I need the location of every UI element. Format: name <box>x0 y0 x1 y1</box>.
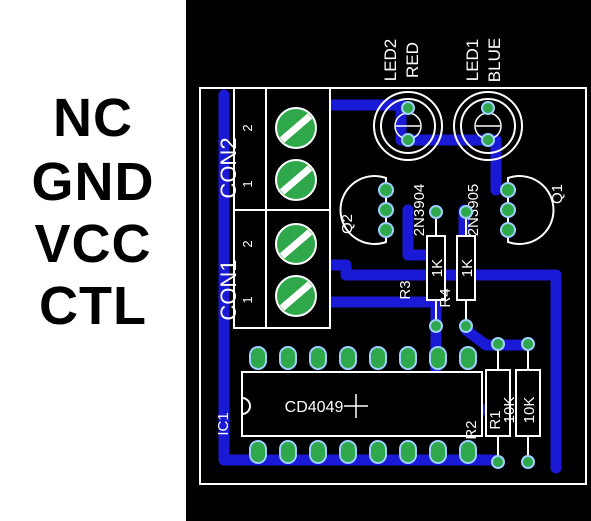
trace-vcc-right <box>460 269 562 474</box>
ic1-pad-top-6 <box>399 346 417 370</box>
r2-footprint <box>515 337 541 469</box>
r3-ref-label: R3 <box>397 280 414 299</box>
ic1-pad-bottom-8 <box>459 440 477 464</box>
ic1-value-label: CD4049 <box>285 399 344 416</box>
screw-terminal-nc <box>275 107 317 149</box>
con2-ref-label: CON2 <box>216 137 241 198</box>
r4-ref-label: R4 <box>437 288 454 307</box>
screw-terminal-ctl <box>275 275 317 317</box>
ic1-pad-bottom-1 <box>249 440 267 464</box>
con1-pin-2-number: 2 <box>240 240 255 247</box>
con2-pin-2-number: 2 <box>240 124 255 131</box>
r4-value-label: 1K <box>459 259 476 277</box>
led1-color-label: BLUE <box>485 38 504 82</box>
ic1-pad-top-7 <box>429 346 447 370</box>
trace-led-bridge <box>400 134 502 196</box>
q2-value-label: 2N3904 <box>411 184 428 237</box>
led2-footprint <box>373 91 443 161</box>
screw-terminal-gnd <box>275 159 317 201</box>
ic1-pad-bottom-5 <box>369 440 387 464</box>
ic1-pad-bottom-3 <box>309 440 327 464</box>
ic1-pad-bottom-6 <box>399 440 417 464</box>
ic1-footprint <box>241 346 483 464</box>
q1-ref-label: Q1 <box>549 184 566 204</box>
ic1-ref-label: IC1 <box>215 412 232 435</box>
pin-label-ctl: CTL <box>39 276 147 336</box>
q1-footprint <box>500 175 555 245</box>
led1-footprint <box>453 91 523 161</box>
r4-footprint <box>456 205 476 333</box>
ic1-pad-bottom-4 <box>339 440 357 464</box>
r3-value-label: 1K <box>429 259 446 277</box>
led1-ref-label: LED1 <box>463 39 482 82</box>
con1-pin-1-number: 1 <box>240 296 255 303</box>
ic1-pad-bottom-7 <box>429 440 447 464</box>
ic1-pad-top-2 <box>279 346 297 370</box>
con1-ref-label: CON1 <box>216 259 241 320</box>
screw-terminal-vcc <box>275 223 317 265</box>
r2-ref-label: R2 <box>463 420 480 439</box>
board-outline <box>199 87 587 485</box>
terminal-pin-number-strip <box>233 87 267 329</box>
trace-top-to-led2 <box>292 99 407 146</box>
r1-ref-label: R1 <box>487 410 504 429</box>
screw-terminal-blocks: 2 1 2 1 CON2 CON1 <box>216 87 331 329</box>
r1-value-label: 10K <box>501 397 518 424</box>
q2-ref-label: Q2 <box>339 214 356 234</box>
led2-color-label: RED <box>403 42 422 78</box>
con2-pin-1-number: 1 <box>240 180 255 187</box>
ic1-pad-top-5 <box>369 346 387 370</box>
pin-label-panel: NC GND VCC CTL <box>0 0 186 521</box>
pcb-layout: 2 1 2 1 CON2 CON1 LED2 RED LED1 BLUE Q2 … <box>186 0 591 521</box>
ic1-pad-top-3 <box>309 346 327 370</box>
trace-q1-base <box>460 324 532 351</box>
ic1-pads <box>249 346 477 464</box>
pin-label-gnd: GND <box>31 152 155 212</box>
r1-footprint <box>485 337 511 469</box>
r2-value-label: 10K <box>521 397 538 424</box>
ic1-pad-top-8 <box>459 346 477 370</box>
ic1-pad-top-1 <box>249 346 267 370</box>
pin-label-vcc: VCC <box>34 214 152 274</box>
r3-footprint <box>426 205 446 333</box>
q1-value-label: 2N3905 <box>465 184 482 237</box>
q2-footprint <box>339 175 394 245</box>
pin-label-nc: NC <box>53 88 133 148</box>
ic1-pad-bottom-2 <box>279 440 297 464</box>
ic1-pad-top-4 <box>339 346 357 370</box>
led2-ref-label: LED2 <box>381 39 400 82</box>
